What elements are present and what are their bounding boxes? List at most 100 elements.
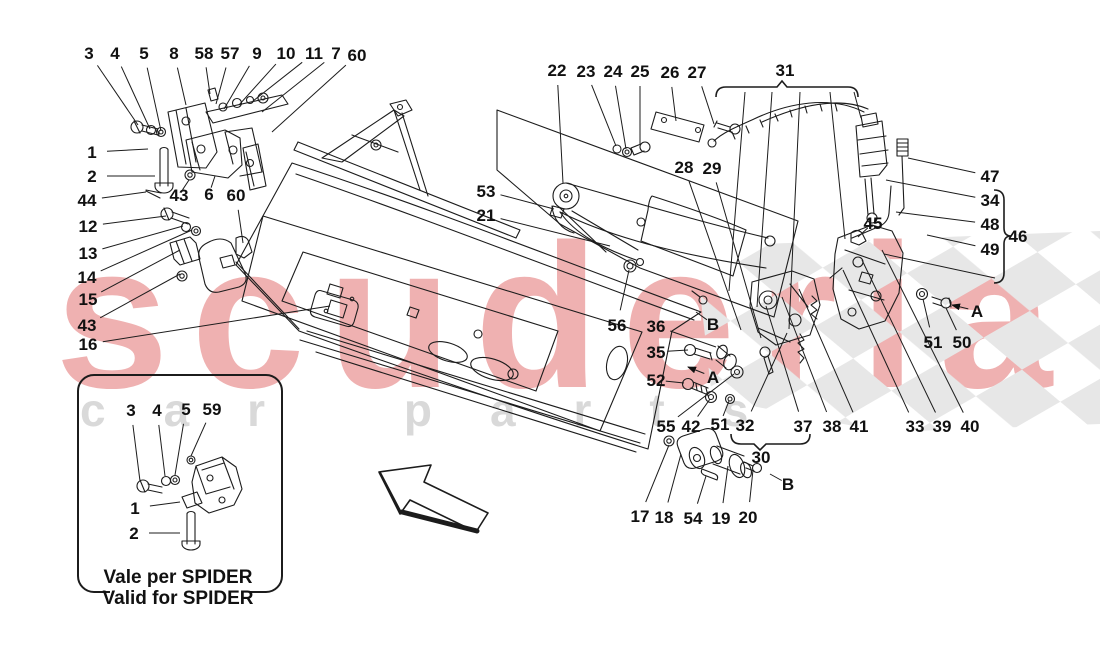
- part-label-9: 9: [252, 44, 261, 63]
- part-label-24: 24: [604, 62, 623, 81]
- leader-line-12: [102, 215, 167, 225]
- part-label-43: 43: [170, 186, 189, 205]
- leader-line-9: [223, 65, 250, 110]
- part-label-11: 11: [305, 44, 323, 63]
- leader-line-1: [149, 501, 181, 507]
- part-label-28: 28: [675, 158, 694, 177]
- leader-line-15: [100, 249, 181, 293]
- leader-line-40: [881, 249, 964, 413]
- leader-line-32: [750, 332, 788, 412]
- leader-line-28: [688, 181, 742, 331]
- part-label-B: B: [782, 475, 794, 494]
- leader-line-55: [677, 373, 735, 418]
- leader-line-21: [500, 218, 611, 247]
- leader-line-58: [205, 67, 211, 95]
- part-label-41: 41: [850, 417, 869, 436]
- part-label-3: 3: [126, 401, 135, 420]
- part-label-38: 38: [823, 417, 842, 436]
- part-label-1: 1: [130, 499, 139, 518]
- part-label-10: 10: [277, 44, 296, 63]
- part-label-30: 30: [752, 448, 771, 467]
- group-brackets: [715, 79, 1012, 452]
- lock-barrel-assembly: [663, 428, 763, 481]
- leader-line-56: [619, 269, 630, 311]
- part-label-14: 14: [78, 268, 97, 287]
- part-label-15: 15: [79, 290, 98, 309]
- part-label-48: 48: [981, 215, 1000, 234]
- note-line-english: Valid for SPIDER: [103, 588, 254, 609]
- leader-line-59: [190, 422, 207, 457]
- leader-line-36: [670, 330, 717, 348]
- part-label-43: 43: [78, 316, 97, 335]
- leader-line-10: [238, 63, 277, 106]
- group-leader-line: [788, 91, 801, 330]
- leader-line-57: [215, 67, 227, 105]
- part-label-26: 26: [661, 63, 680, 82]
- part-label-16: 16: [79, 335, 98, 354]
- leader-line-23: [591, 84, 617, 147]
- part-label-60: 60: [227, 186, 246, 205]
- part-label-32: 32: [736, 416, 755, 435]
- part-label-18: 18: [655, 508, 674, 527]
- leader-line-4: [120, 66, 151, 130]
- part-label-27: 27: [688, 63, 707, 82]
- part-label-34: 34: [981, 191, 1000, 210]
- leader-line-17: [645, 444, 670, 503]
- group-leader-line: [756, 91, 773, 308]
- leader-line-52: [665, 380, 685, 384]
- leader-line-33: [842, 269, 910, 413]
- leader-line-6: [210, 175, 216, 188]
- leader-line-A: [951, 303, 969, 311]
- group-brace-46: [993, 189, 1012, 284]
- group-bracket-30: [730, 433, 811, 452]
- part-label-5: 5: [139, 44, 148, 63]
- direction-arrow: [378, 464, 489, 534]
- window-frame: [293, 99, 521, 239]
- leader-line-45: [857, 227, 869, 238]
- leader-line-13: [102, 225, 184, 250]
- leader-line-47: [907, 157, 976, 174]
- group-leader-line: [853, 91, 862, 119]
- door-latch-assembly: [810, 224, 952, 330]
- leader-line-1: [106, 148, 149, 152]
- leader-line-3: [96, 65, 139, 126]
- part-label-39: 39: [933, 417, 952, 436]
- part-label-8: 8: [169, 44, 178, 63]
- part-label-25: 25: [631, 62, 650, 81]
- part-label-7: 7: [331, 44, 340, 63]
- door-inner-panel: [241, 215, 643, 432]
- part-label-46: 46: [1009, 227, 1028, 246]
- note-line-italian: Vale per SPIDER: [104, 567, 253, 588]
- leader-line-20: [749, 469, 754, 503]
- part-label-3: 3: [84, 44, 93, 63]
- part-label-60: 60: [348, 46, 367, 65]
- leader-line-29: [715, 182, 762, 339]
- watermark-sub: car parts: [80, 384, 806, 436]
- part-label-42: 42: [682, 417, 701, 436]
- part-label-33: 33: [906, 417, 925, 436]
- part-label-55: 55: [657, 417, 676, 436]
- leader-line-5: [174, 423, 184, 476]
- leader-line-B: [695, 311, 708, 321]
- leader-line-48: [895, 211, 976, 223]
- leader-line-51: [722, 400, 730, 417]
- group-leader-line: [883, 253, 996, 279]
- part-label-54: 54: [684, 509, 703, 528]
- part-label-21: 21: [477, 206, 496, 225]
- leader-lines: [96, 61, 996, 534]
- part-label-52: 52: [647, 371, 666, 390]
- leader-line-B: [769, 473, 782, 481]
- leader-line-4: [158, 424, 166, 477]
- leader-line-51: [922, 298, 931, 328]
- part-label-13: 13: [79, 244, 98, 263]
- part-label-6: 6: [204, 185, 213, 204]
- part-label-51: 51: [711, 415, 730, 434]
- leader-line-42: [697, 398, 711, 417]
- part-label-58: 58: [195, 44, 214, 63]
- window-regulator-panel: [496, 109, 799, 318]
- group-leader-line: [728, 91, 746, 292]
- part-label-12: 12: [79, 217, 98, 236]
- part-label-B: B: [707, 315, 719, 334]
